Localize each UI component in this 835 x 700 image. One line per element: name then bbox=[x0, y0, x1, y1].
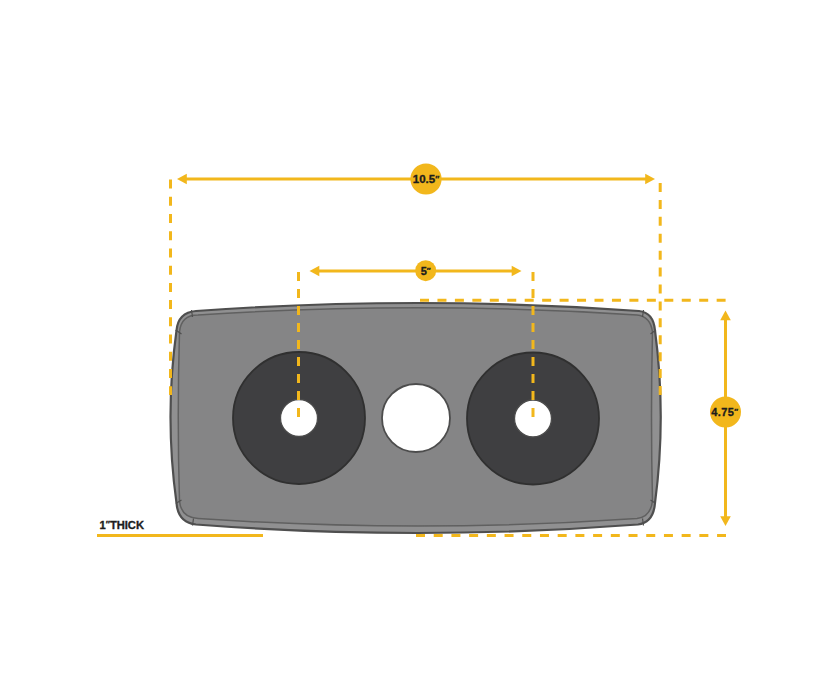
svg-text:1″THICK: 1″THICK bbox=[100, 519, 145, 531]
svg-text:5″: 5″ bbox=[421, 265, 431, 277]
svg-text:4.75″: 4.75″ bbox=[711, 406, 738, 418]
svg-text:10.5″: 10.5″ bbox=[413, 173, 439, 185]
